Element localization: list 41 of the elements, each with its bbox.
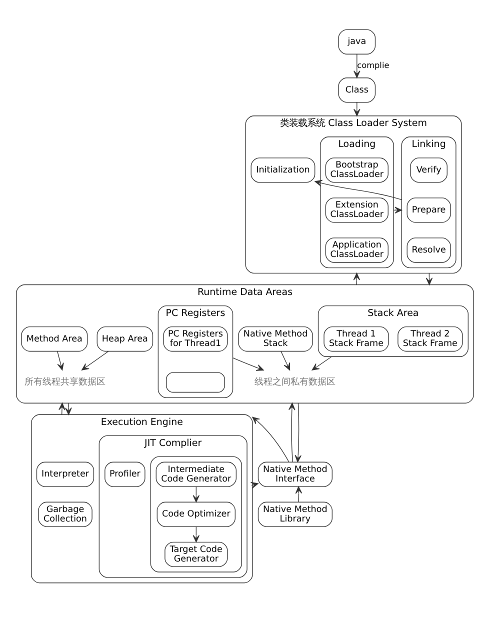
node-box: PC Registers for Thread1 (163, 326, 228, 352)
arrow (295, 486, 302, 502)
node-box: Heap Area (96, 326, 154, 352)
arrow (354, 102, 360, 116)
edge-label: complie (357, 60, 390, 70)
arrow (314, 179, 402, 200)
node-box: Method Area (21, 326, 88, 352)
node-box: Prepare (406, 197, 451, 222)
arrow (58, 402, 66, 414)
node-box: Application ClassLoader (325, 237, 388, 262)
node-box: Class (338, 77, 376, 102)
node-box: Thread 1 Stack Frame (324, 326, 389, 352)
node-box (166, 372, 225, 392)
arrow (280, 350, 290, 370)
arrow (65, 402, 72, 414)
node-box: Initialization (250, 157, 316, 182)
node-text: 线程之间私有数据区 (254, 377, 336, 388)
node-text: 所有线程共享数据区 (24, 377, 106, 388)
arrow (354, 53, 360, 78)
arrow (81, 350, 109, 370)
node-box: Extension ClassLoader (325, 197, 388, 222)
node-box: Native Method Stack (238, 326, 313, 352)
node-box: Profiler (104, 461, 146, 486)
cluster (150, 456, 242, 572)
node-box: Code Optimizer (156, 501, 236, 526)
node-box: Interpreter (36, 461, 94, 486)
node-box: Intermediate Code Generator (156, 461, 237, 486)
node-box: Thread 2 Stack Frame (398, 326, 463, 352)
node-box: Native Method Library (258, 501, 332, 526)
node-box: Garbage Collection (38, 501, 92, 526)
arrow (57, 350, 64, 370)
node-box: Bootstrap ClassLoader (325, 157, 388, 182)
arrow (312, 356, 332, 370)
node-box: Target Code Generator (164, 541, 228, 566)
node-box: Verify (410, 157, 448, 182)
arrow (294, 402, 302, 462)
node-box: Native Method Interface (258, 461, 332, 486)
arrow (288, 402, 296, 462)
node-box: Resolve (406, 237, 451, 262)
arrow (252, 416, 290, 462)
node-box: java (338, 28, 376, 54)
